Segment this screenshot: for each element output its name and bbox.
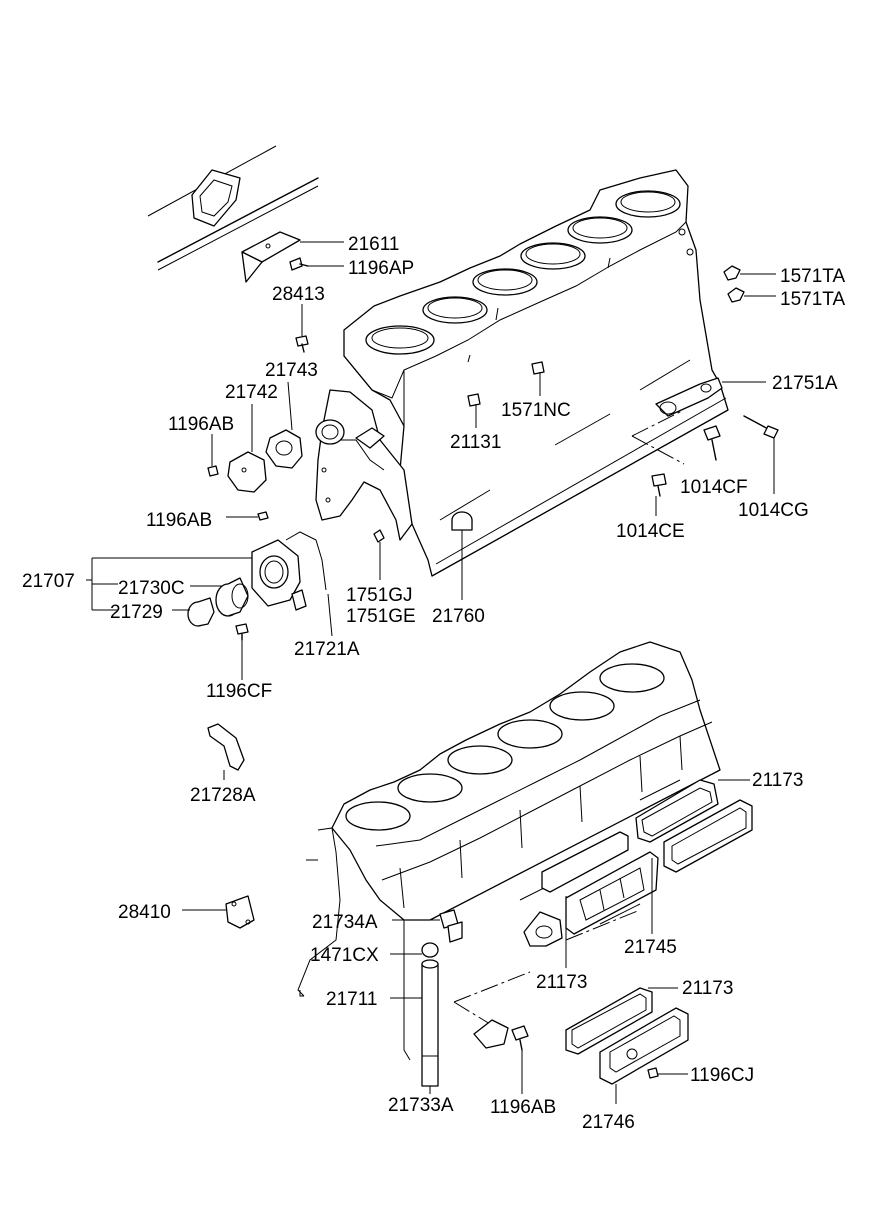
dash-lines-lower	[453, 909, 641, 1025]
plug-1571TA-a	[723, 265, 776, 281]
label-21707: 21707	[22, 571, 75, 592]
bracket-21751A	[655, 377, 766, 417]
label-21751A: 21751A	[772, 373, 838, 394]
block-front-face	[315, 389, 413, 541]
label-1196CF: 1196CF	[206, 681, 272, 702]
label-1196AB-a: 1196AB	[168, 414, 234, 435]
gasket-21173-middle	[541, 831, 629, 968]
label-1571TA-b: 1571TA	[780, 289, 845, 310]
gasket-21173-upper	[635, 779, 750, 843]
pin-21131	[467, 393, 481, 428]
part-labels: 21611 1196AP 28413 1571TA 1571TA 21743 2…	[22, 234, 845, 1133]
plate-28410	[182, 895, 255, 929]
plate-tube-base	[473, 1019, 509, 1049]
sleeve-21729	[187, 597, 215, 627]
plate-21728A	[207, 723, 245, 780]
cover-21742	[227, 404, 267, 493]
plug-1471CX	[390, 942, 439, 958]
label-21743: 21743	[265, 360, 318, 381]
label-1014CF: 1014CF	[680, 477, 748, 498]
bolt-1196AB-c	[511, 1025, 529, 1094]
plug-1571TA-b	[727, 287, 776, 303]
label-28413: 28413	[272, 284, 325, 305]
bolt-1196CJ	[647, 1067, 688, 1079]
bolt-1196AP	[289, 257, 309, 271]
label-1196AP: 1196AP	[348, 258, 414, 279]
leader-21707	[86, 557, 252, 611]
label-1571NC: 1571NC	[501, 400, 571, 421]
gasket-21173-lower	[565, 987, 678, 1055]
bolt-28413	[295, 335, 309, 353]
label-1196AB-b: 1196AB	[146, 510, 212, 531]
label-21173-c: 21173	[682, 978, 733, 999]
bolt-1196CF	[235, 623, 249, 680]
label-21730C: 21730C	[118, 578, 185, 599]
label-21711: 21711	[326, 989, 377, 1010]
tube-21711	[390, 959, 439, 1094]
label-1751GJ: 1751GJ	[346, 585, 413, 606]
rear-seal-housing-21707	[251, 531, 333, 637]
bolt-1196AB-a	[207, 434, 219, 477]
label-21734A: 21734A	[312, 912, 378, 933]
bolt-1196AB-b	[226, 511, 269, 521]
label-1471CX: 1471CX	[310, 945, 379, 966]
label-21131: 21131	[450, 432, 501, 453]
bolt-1014CG	[743, 415, 779, 494]
label-21742: 21742	[225, 382, 278, 403]
label-21746: 21746	[582, 1112, 635, 1133]
label-21721A: 21721A	[294, 639, 360, 660]
seal-21730C	[215, 577, 249, 617]
label-21760: 21760	[432, 606, 485, 627]
label-21733A: 21733A	[388, 1095, 454, 1116]
label-1196AB-c: 1196AB	[490, 1097, 556, 1118]
label-1014CG: 1014CG	[738, 500, 809, 521]
bracket-21611	[241, 231, 301, 283]
label-21745: 21745	[624, 937, 677, 958]
stud-1751GJ	[373, 529, 385, 580]
label-1751GE: 1751GE	[346, 606, 416, 627]
label-21728A: 21728A	[190, 785, 256, 806]
label-1571TA-a: 1571TA	[780, 266, 845, 287]
label-21173-b: 21173	[536, 972, 587, 993]
plate-small	[523, 911, 563, 947]
fitting-21734A	[392, 909, 463, 943]
bolt-1014CE	[651, 473, 667, 516]
label-1196CJ: 1196CJ	[690, 1065, 754, 1086]
label-28410: 28410	[118, 902, 171, 923]
label-21611: 21611	[348, 234, 399, 255]
background-rail	[147, 145, 319, 271]
plug-1571NC	[531, 361, 545, 396]
label-21173-a: 21173	[752, 770, 803, 791]
plug-21760	[451, 511, 473, 600]
label-21729: 21729	[110, 602, 163, 623]
cover-21745	[565, 799, 753, 935]
label-1014CE: 1014CE	[616, 521, 685, 542]
cover-21743	[265, 381, 303, 469]
cover-21746	[599, 1007, 689, 1104]
dash-lines-upper	[631, 409, 685, 465]
cylinder-block-lower	[297, 641, 721, 1061]
bolt-1014CF	[703, 425, 721, 461]
